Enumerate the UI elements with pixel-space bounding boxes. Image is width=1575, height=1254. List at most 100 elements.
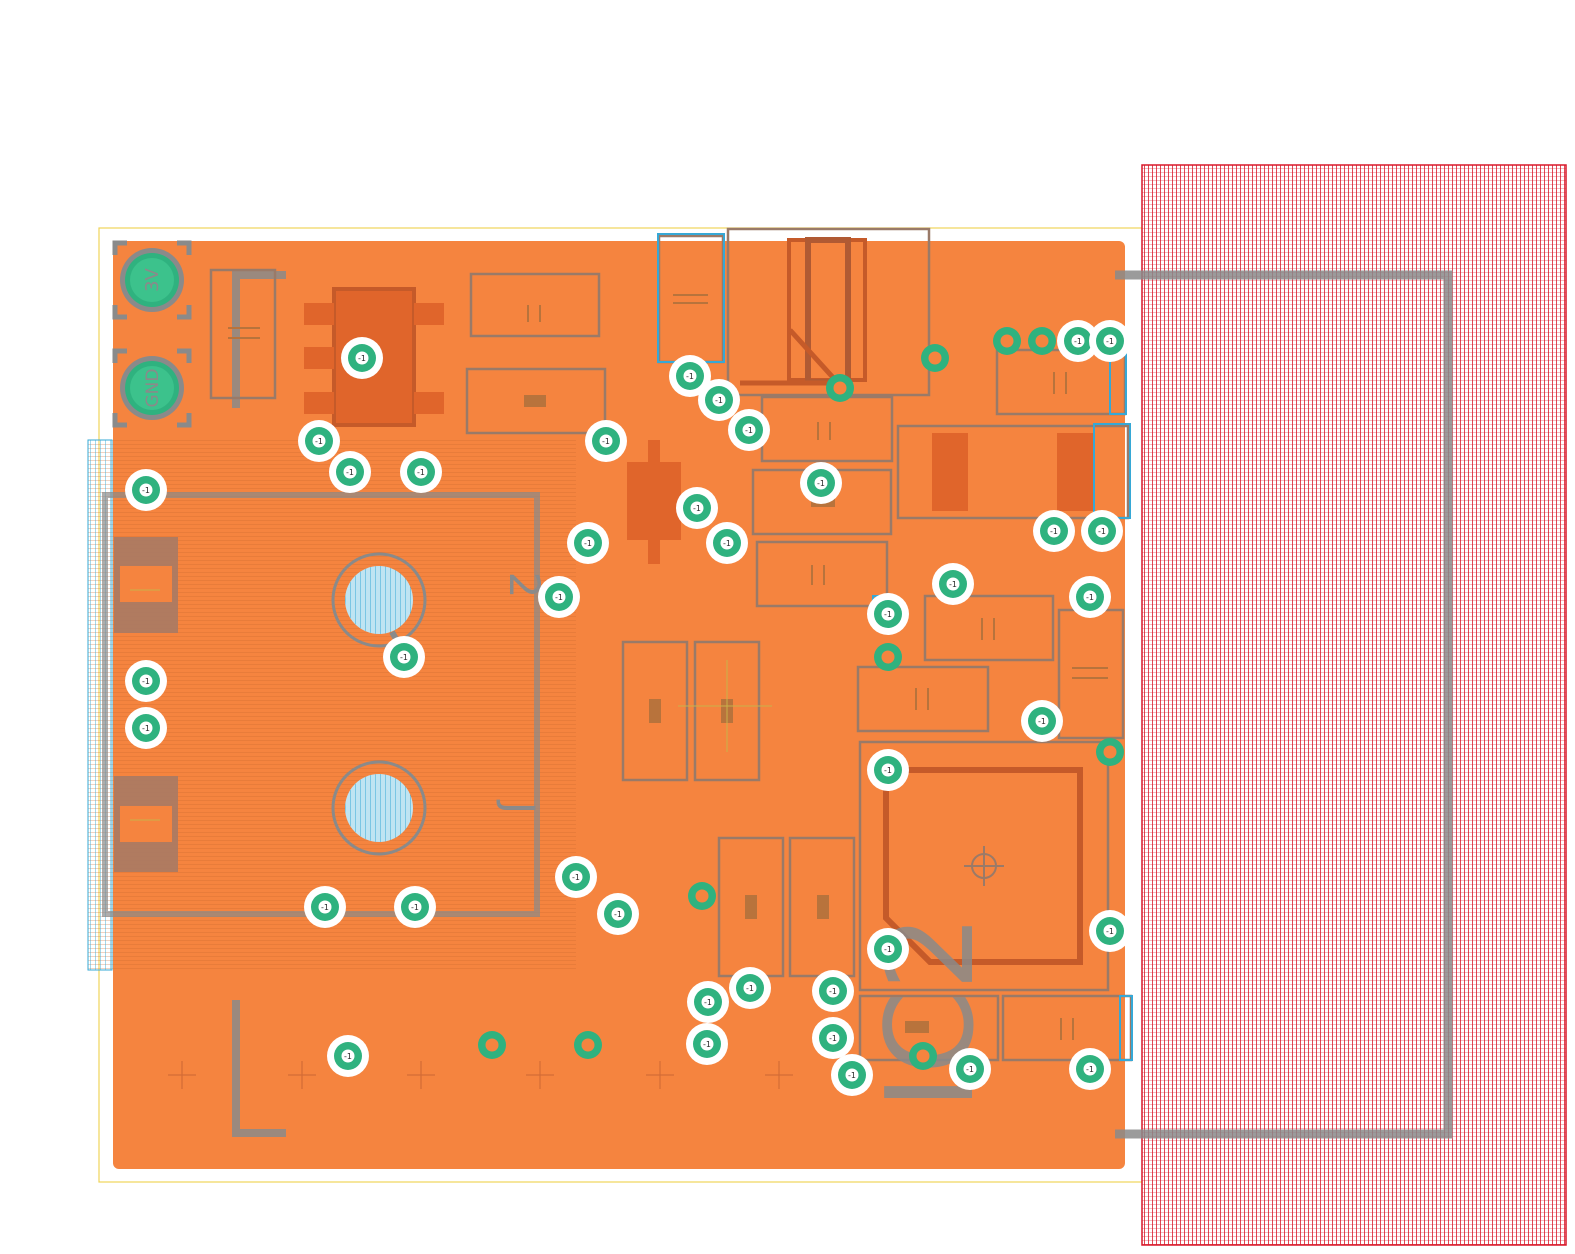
via: -1 — [698, 379, 740, 421]
via-label: -1 — [1086, 1065, 1094, 1074]
via: -1 — [1069, 576, 1111, 618]
via: -1 — [567, 522, 609, 564]
via: -1 — [1057, 320, 1099, 362]
via: -1 — [585, 420, 627, 462]
fiducial-markers — [168, 1061, 793, 1089]
via-label: -1 — [884, 766, 892, 775]
via: -1 — [867, 749, 909, 791]
via — [1028, 327, 1056, 355]
via: -1 — [125, 660, 167, 702]
via-label: -1 — [142, 724, 150, 733]
component-markers — [130, 294, 1108, 1040]
via: -1 — [812, 1017, 854, 1059]
ref-label-j: J — [495, 799, 544, 814]
via: -1 — [676, 487, 718, 529]
via: -1 — [932, 563, 974, 605]
via — [478, 1031, 506, 1059]
via-label: -1 — [966, 1065, 974, 1074]
keepout-zone — [1141, 164, 1567, 1246]
via-label: -1 — [142, 486, 150, 495]
via-label: -1 — [584, 539, 592, 548]
via: -1 — [1089, 320, 1131, 362]
via: -1 — [686, 1023, 728, 1065]
silk-bracket-top — [232, 271, 286, 408]
via-label: -1 — [602, 437, 610, 446]
via-label: -1 — [746, 984, 754, 993]
via: -1 — [298, 420, 340, 462]
via-label: -1 — [142, 677, 150, 686]
via: -1 — [597, 893, 639, 935]
via: -1 — [867, 593, 909, 635]
via: -1 — [729, 967, 771, 1009]
via-label: -1 — [1050, 527, 1058, 536]
via: -1 — [1081, 510, 1123, 552]
via-label: -1 — [555, 593, 563, 602]
via-label: -1 — [411, 903, 419, 912]
via: -1 — [1021, 700, 1063, 742]
connector-silk-bracket — [1115, 270, 1453, 1139]
via-label: -1 — [949, 580, 957, 589]
via: -1 — [800, 462, 842, 504]
via-label: -1 — [1074, 337, 1082, 346]
via-label: -1 — [829, 1034, 837, 1043]
via-label: -1 — [715, 396, 723, 405]
via-group: -1 -1 -1 -1 -1 -1 -1 -1 -1 -1 -1 -1 -1 -1 -1 -1 -1 -1 -1 -1… — [125, 320, 1131, 1096]
via — [826, 374, 854, 402]
via: -1 — [125, 469, 167, 511]
via — [688, 882, 716, 910]
via-label: -1 — [884, 945, 892, 954]
via-label: -1 — [1086, 593, 1094, 602]
via — [993, 327, 1021, 355]
via-label: -1 — [703, 1040, 711, 1049]
silk-bracket-bottom — [232, 1000, 286, 1137]
via: -1 — [687, 981, 729, 1023]
via-label: -1 — [1106, 927, 1114, 936]
via-label: -1 — [572, 873, 580, 882]
via: -1 — [125, 707, 167, 749]
via: -1 — [1033, 510, 1075, 552]
via: -1 — [304, 886, 346, 928]
pad-3v-label: 3V — [142, 267, 163, 291]
via: -1 — [706, 522, 748, 564]
via-label: -1 — [417, 468, 425, 477]
via: -1 — [400, 451, 442, 493]
ic2-package — [883, 767, 1083, 965]
pad-gnd[interactable]: GND — [112, 348, 192, 428]
via-label: -1 — [723, 539, 731, 548]
diode-d1 — [932, 433, 1093, 511]
via-label: -1 — [884, 610, 892, 619]
via-label: -1 — [614, 910, 622, 919]
via: -1 — [394, 886, 436, 928]
via — [1096, 738, 1124, 766]
via-label: -1 — [686, 372, 694, 381]
pad-gnd-label: GND — [143, 369, 163, 408]
via-label: -1 — [358, 354, 366, 363]
pad-3v[interactable]: 3V — [112, 240, 192, 320]
via: -1 — [383, 636, 425, 678]
via-label: -1 — [693, 504, 701, 513]
via: -1 — [329, 451, 371, 493]
via-label: -1 — [400, 653, 408, 662]
via: -1 — [669, 355, 711, 397]
via-label: -1 — [704, 998, 712, 1007]
via — [574, 1031, 602, 1059]
via: -1 — [327, 1035, 369, 1077]
via: -1 — [538, 576, 580, 618]
via: -1 — [1089, 910, 1131, 952]
via: -1 — [812, 970, 854, 1012]
via: -1 — [728, 409, 770, 451]
via: -1 — [555, 856, 597, 898]
via-label: -1 — [829, 987, 837, 996]
via: -1 — [341, 337, 383, 379]
via-label: -1 — [346, 468, 354, 477]
via-label: -1 — [1038, 717, 1046, 726]
via-label: -1 — [321, 903, 329, 912]
via — [909, 1042, 937, 1070]
via: -1 — [1069, 1048, 1111, 1090]
via: -1 — [867, 928, 909, 970]
via-label: -1 — [745, 426, 753, 435]
via-label: -1 — [315, 437, 323, 446]
via-label: -1 — [1098, 527, 1106, 536]
via — [874, 643, 902, 671]
